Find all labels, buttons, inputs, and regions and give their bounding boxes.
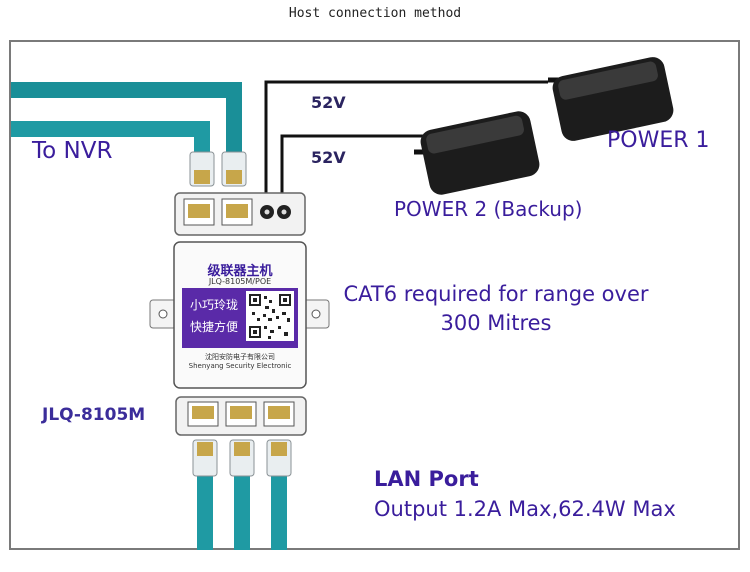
diagram-frame: [9, 40, 740, 550]
cat6-note: CAT6 required for range over 300 Mitres: [343, 282, 649, 335]
device-company-cn: 沈阳安防电子有限公司: [205, 353, 275, 361]
device-slogan-1: 小巧玲珑: [189, 298, 238, 312]
model-label: JLQ-8105M: [42, 405, 146, 425]
device-company-en: Shenyang Security Electronic: [188, 362, 292, 370]
page-title: Host connection method: [288, 6, 462, 21]
output-spec-label: Output 1.2A Max,62.4W Max: [374, 497, 676, 521]
power-cables: [264, 80, 548, 196]
device-name-cn: 级联器主机: [207, 264, 273, 279]
voltage-label-1: 52V: [311, 93, 346, 112]
device-slogan-2: 快捷方便: [189, 320, 238, 334]
nvr-cables: [11, 82, 242, 155]
to-nvr-label: To NVR: [32, 138, 113, 164]
top-port-block: [174, 192, 306, 236]
voltage-label-2: 52V: [311, 148, 346, 167]
power-adapter-1: [548, 57, 674, 141]
qr-code: [249, 294, 291, 339]
power-1-label: POWER 1: [607, 128, 710, 153]
lan-port-label: LAN Port: [374, 467, 479, 491]
device-body: [149, 241, 330, 389]
top-rj45-plugs: [189, 151, 247, 187]
device-model-code: JLQ-8105M/POE: [208, 277, 272, 286]
bottom-port-block: [175, 396, 307, 436]
power-2-label: POWER 2 (Backup): [394, 197, 583, 221]
power-adapter-2: [414, 111, 540, 195]
lan-cables: [192, 439, 292, 550]
